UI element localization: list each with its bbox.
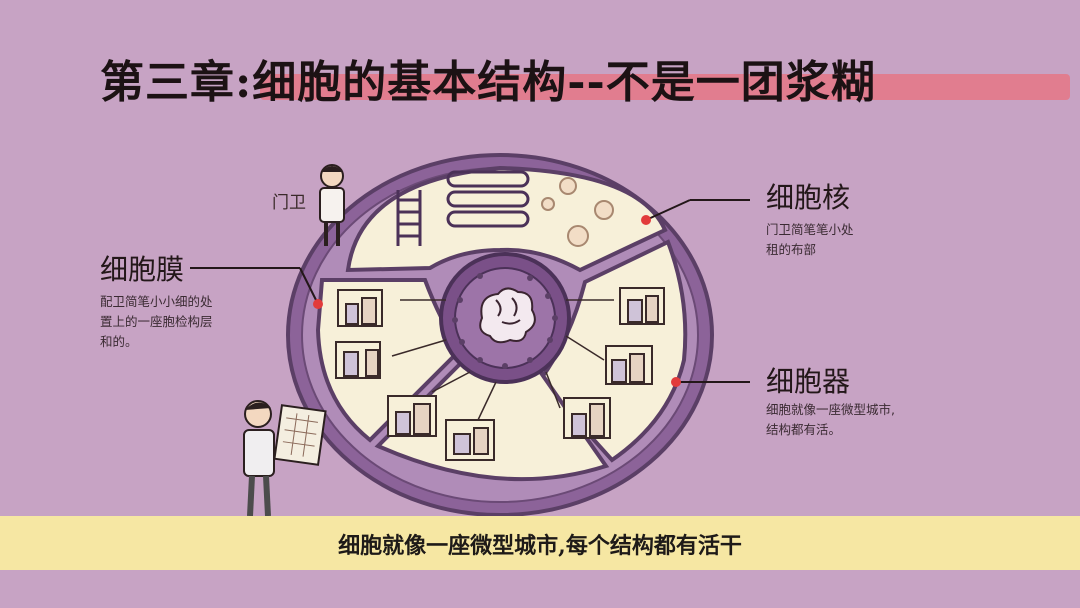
membrane-label-desc: 配卫简笔小小细的处 置上的一座胞检构层 和的。 xyxy=(100,292,213,352)
desc-line: 置上的一座胞检构层 xyxy=(100,314,213,329)
desc-line: 细胞就像一座微型城市, xyxy=(766,402,895,417)
title-area: 第三章:细胞的基本结构--不是一团浆糊 xyxy=(100,40,1070,110)
organelle-machine-icon xyxy=(387,395,495,461)
nucleus-pointer-dot xyxy=(641,215,651,225)
scientist-figure-icon xyxy=(243,400,327,517)
brain-icon xyxy=(479,287,536,344)
desc-line: 配卫简笔小小细的处 xyxy=(100,294,213,309)
nucleus-compartment xyxy=(345,165,668,273)
membrane-label-title: 细胞膜 xyxy=(100,253,185,286)
membrane-pointer-line xyxy=(299,267,319,305)
desc-line: 结构都有活。 xyxy=(766,422,842,437)
organelles-pointer-dot xyxy=(671,377,681,387)
desc-line: 门卫简笔笔小处 xyxy=(766,222,854,237)
connector-lines xyxy=(391,299,614,421)
caption-text: 细胞就像一座微型城市,每个结构都有活干 xyxy=(338,533,742,559)
nucleus-label-title: 细胞核 xyxy=(766,181,851,214)
vesicles-icon xyxy=(541,177,614,247)
page-title: 第三章:细胞的基本结构--不是一团浆糊 xyxy=(100,57,876,108)
organelle-machine-icon xyxy=(335,289,383,379)
desc-line: 和的。 xyxy=(100,334,138,349)
caption-banner: 细胞就像一座微型城市,每个结构都有活干 xyxy=(0,516,1080,570)
organelles-label-title: 细胞器 xyxy=(766,365,851,398)
organelle-machine-icon xyxy=(563,287,665,439)
gatekeeper-figure-icon xyxy=(319,164,345,246)
gatekeeper-label: 门卫 xyxy=(272,193,306,213)
nucleus-pores xyxy=(452,273,558,369)
membrane-pointer-dot xyxy=(313,299,323,309)
nucleus-pointer-line xyxy=(645,199,691,221)
title-highlight xyxy=(260,74,1070,100)
desc-line: 租的布部 xyxy=(766,242,817,257)
organelles-label-desc: 细胞就像一座微型城市, 结构都有活。 xyxy=(766,400,895,440)
ladder-icon xyxy=(396,190,422,246)
nucleus-label-desc: 门卫简笔笔小处 租的布部 xyxy=(766,220,854,260)
er-folds-icon xyxy=(446,170,530,228)
